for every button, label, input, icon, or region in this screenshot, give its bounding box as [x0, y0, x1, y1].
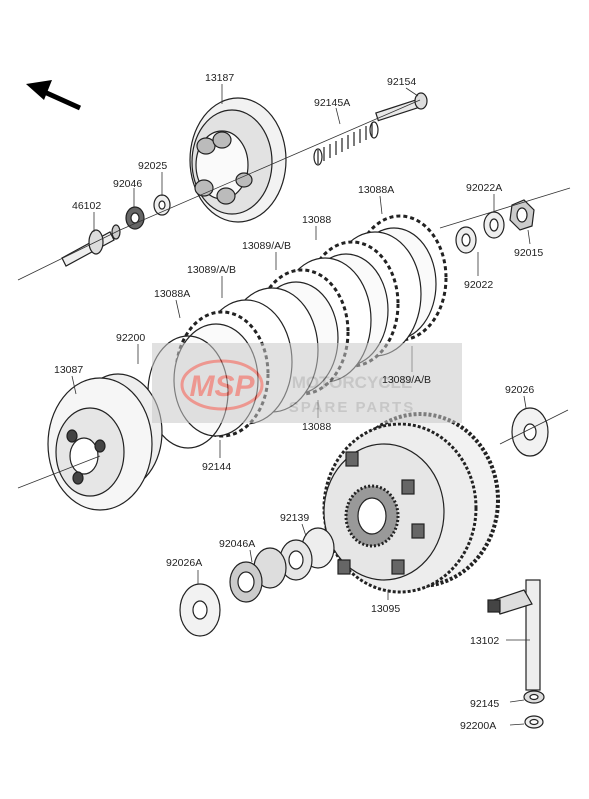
spring-92145 — [523, 690, 545, 704]
bolt-92154 — [375, 92, 428, 122]
washer-92026 — [511, 407, 549, 457]
part-label: 92145 — [470, 698, 499, 710]
part-label: 92015 — [514, 247, 543, 259]
part-label: 13089/A/B — [187, 264, 236, 276]
washer-92022A — [483, 211, 505, 239]
watermark-line1: MOTORCYCLE — [292, 373, 413, 392]
pressure-plate-13187 — [189, 97, 287, 223]
push-rod-46102 — [61, 224, 121, 267]
part-label: 92022A — [466, 182, 502, 194]
part-label: 92139 — [280, 512, 309, 524]
part-label: 13088 — [302, 421, 331, 433]
part-label: 13095 — [371, 603, 400, 615]
part-label: 13088A — [358, 184, 394, 196]
part-label: 13087 — [54, 364, 83, 376]
needle-bearing-92046A — [229, 547, 287, 603]
part-label: 92025 — [138, 160, 167, 172]
part-label: 13102 — [470, 635, 499, 647]
release-shaft-13102 — [487, 579, 541, 691]
part-label: 92046 — [113, 178, 142, 190]
part-label: 92026 — [505, 384, 534, 396]
part-label: 92144 — [202, 461, 231, 473]
assembly-centerlines — [17, 99, 571, 489]
leader-lines — [71, 84, 531, 726]
nut-92015 — [509, 199, 535, 231]
spring-92145A — [313, 121, 379, 166]
clutch-housing-13095 — [322, 412, 500, 594]
part-label: 13089/A/B — [242, 240, 291, 252]
part-label: 13187 — [205, 72, 234, 84]
part-label: 13088 — [302, 214, 331, 226]
washer-92200A — [524, 715, 544, 729]
washer-92026A — [179, 583, 221, 637]
part-label: 92046A — [219, 538, 255, 550]
part-number-labels: 13187 92154 92145A 92025 92046 46102 920… — [54, 72, 543, 732]
collar-92139 — [279, 527, 335, 581]
part-label: 46102 — [72, 200, 101, 212]
bearing-92046 — [125, 206, 145, 230]
watermark: MSP MOTORCYCLE SPARE PARTS — [152, 343, 462, 423]
watermark-line2: SPARE PARTS — [289, 399, 415, 416]
part-label: 92026A — [166, 557, 202, 569]
part-label: 92022 — [464, 279, 493, 291]
part-label: 92200 — [116, 332, 145, 344]
watermark-logo: MSP — [189, 370, 255, 403]
part-label: 13089/A/B — [382, 374, 431, 386]
part-label: 92200A — [460, 720, 496, 732]
washer-92022 — [455, 226, 477, 254]
part-label: 92154 — [387, 76, 416, 88]
part-label: 13088A — [154, 288, 190, 300]
clutch-hub-13087 — [47, 373, 163, 511]
front-direction-arrow-icon — [26, 80, 82, 111]
part-label: 92145A — [314, 97, 350, 109]
